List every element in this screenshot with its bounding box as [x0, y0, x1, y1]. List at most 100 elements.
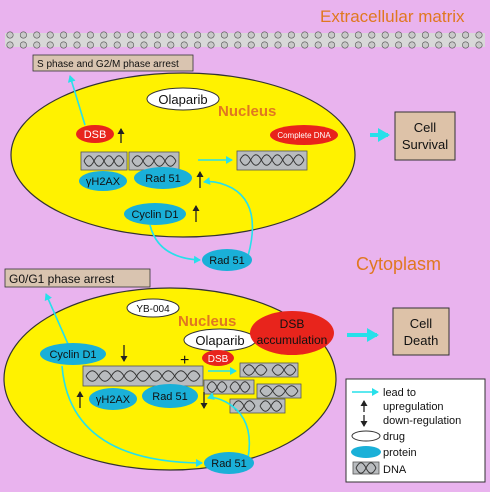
rad51-outside-label-bottom: Rad 51	[211, 458, 246, 470]
dna-helix	[83, 155, 125, 167]
membrane-bead	[180, 41, 188, 49]
rad51-outside-bottom	[204, 452, 254, 474]
membrane-bead	[368, 31, 376, 39]
complete-dna	[270, 125, 338, 145]
membrane-bead	[435, 31, 443, 39]
membrane-bead	[381, 31, 389, 39]
s-phase-arrest-text: S phase and G2/M phase arrest	[37, 59, 179, 70]
legend-drug-shape	[351, 430, 381, 442]
dna-helix	[206, 381, 228, 393]
membrane-bead	[381, 41, 389, 49]
membrane-bead	[127, 31, 135, 39]
yb004-drug	[126, 298, 180, 318]
legend-upregulation: upregulation	[383, 401, 444, 413]
membrane-bead	[341, 41, 349, 49]
legend-downregulation: down-regulation	[383, 415, 461, 427]
membrane-bead	[33, 41, 41, 49]
dsb-accum-line1: DSB	[280, 317, 305, 331]
membrane-bead	[368, 41, 376, 49]
membrane-bead	[462, 31, 470, 39]
cyclin-d1-label-bottom: Cyclin D1	[49, 349, 96, 361]
membrane-bead	[153, 41, 161, 49]
legend-protein-shape	[351, 446, 381, 458]
rad51-label-bottom: Rad 51	[152, 391, 187, 403]
membrane-bead	[220, 31, 228, 39]
s-phase-arrest-box	[32, 54, 194, 72]
membrane-bead	[247, 41, 255, 49]
membrane-bead	[421, 41, 429, 49]
dna-segment-bottom-main	[82, 365, 204, 387]
gh2ax-label-top: γH2AX	[86, 176, 121, 188]
membrane-bead	[314, 31, 322, 39]
membrane-bead	[395, 31, 403, 39]
dna-helix	[259, 385, 299, 397]
membrane-bead	[60, 41, 68, 49]
membrane-bead	[448, 41, 456, 49]
dna-helix	[229, 381, 251, 393]
membrane-bead	[60, 31, 68, 39]
rad51-outside-top	[202, 249, 252, 271]
nucleus-label-bottom: Nucleus	[178, 313, 236, 330]
rad51-protein-bottom	[142, 384, 198, 408]
cytoplasm-label: Cytoplasm	[356, 254, 441, 274]
membrane-bead	[354, 31, 362, 39]
membrane-bead	[301, 31, 309, 39]
gh2ax-label-bottom: γH2AX	[96, 394, 131, 406]
cyclin-d1-top	[124, 203, 186, 225]
dna-helix	[239, 154, 305, 166]
membrane-bead	[408, 41, 416, 49]
membrane-bead	[153, 31, 161, 39]
membrane-bead	[194, 31, 202, 39]
dna-helix	[271, 364, 297, 376]
membrane-bead	[435, 41, 443, 49]
cell-death-box	[392, 307, 450, 356]
membrane-bead	[127, 41, 135, 49]
membrane-bead	[167, 41, 175, 49]
membrane-bead	[19, 41, 27, 49]
cell-membrane	[5, 31, 485, 49]
membrane-bead	[448, 31, 456, 39]
membrane-bead	[287, 31, 295, 39]
arrow-rad51-out-to-nucleus	[203, 177, 254, 257]
dsb-top	[76, 125, 114, 143]
membrane-bead	[140, 31, 148, 39]
membrane-bead	[408, 31, 416, 39]
legend-drug: drug	[383, 431, 405, 443]
membrane-bead	[274, 31, 282, 39]
dna-helix	[131, 155, 177, 167]
membrane-bead	[140, 41, 148, 49]
nucleus-label-top: Nucleus	[218, 103, 276, 120]
membrane-bead	[73, 41, 81, 49]
membrane-bead	[207, 41, 215, 49]
membrane-bead	[100, 41, 108, 49]
membrane-bead	[328, 31, 336, 39]
legend-lead-to: lead to	[383, 387, 416, 399]
arrow-rad51-out-to-nucleus-bottom	[207, 392, 251, 459]
extracellular-label: Extracellular matrix	[320, 7, 465, 26]
membrane-bead	[274, 41, 282, 49]
membrane-bead	[314, 41, 322, 49]
olaparib-label-top: Olaparib	[158, 92, 207, 107]
membrane-bead	[328, 41, 336, 49]
dsb-label-top: DSB	[84, 129, 107, 141]
cyclin-d1-bottom	[40, 343, 106, 365]
dna-fragment-3	[256, 383, 302, 399]
membrane-bead	[421, 31, 429, 39]
membrane-bead	[180, 31, 188, 39]
membrane-bead	[234, 31, 242, 39]
membrane-bead	[234, 41, 242, 49]
top-cell	[10, 72, 356, 238]
membrane-bead	[194, 41, 202, 49]
arrow-cyclin-to-rad51-out-bottom	[61, 365, 203, 467]
dna-fragment-1	[239, 362, 299, 378]
legend-protein: protein	[383, 447, 417, 459]
membrane-bead	[86, 31, 94, 39]
membrane-bead	[354, 41, 362, 49]
dna-helix	[259, 400, 283, 412]
olaparib-label-bottom: Olaparib	[195, 333, 244, 348]
gh2ax-protein-top	[79, 171, 127, 191]
membrane-bead	[6, 31, 14, 39]
dna-helix	[242, 364, 268, 376]
rad51-protein-top	[134, 167, 192, 189]
rad51-outside-label-top: Rad 51	[209, 255, 244, 267]
